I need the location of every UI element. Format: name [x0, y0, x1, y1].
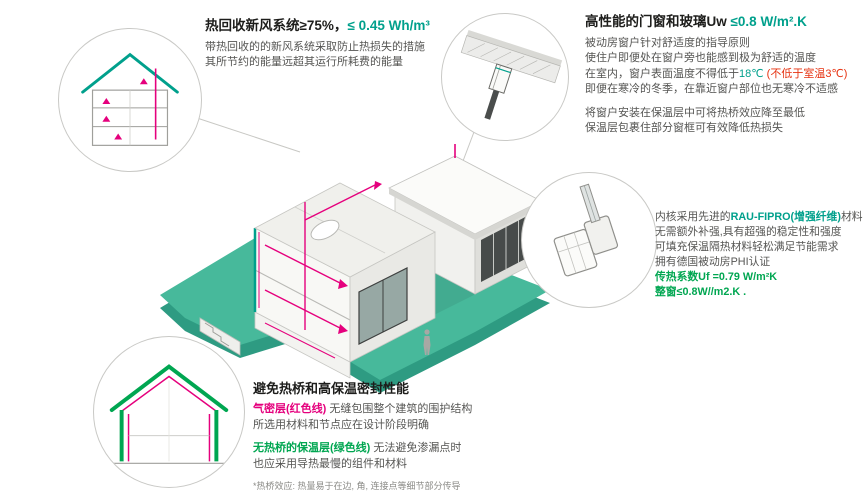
- house-illustration: [160, 144, 550, 393]
- frame-desc-line-1-post: 材料: [840, 211, 863, 223]
- window-desc-line-4: 即便在寒冷的冬季，在靠近窗户部位也无寒冷不适感: [585, 83, 838, 96]
- ventilation-desc-line-2: 其所节约的能量远超其运行所耗费的能量: [205, 56, 403, 69]
- thermal-desc-line-2: 所选用材料和节点应在设计阶段明确: [253, 418, 429, 431]
- frame-profile-detail-inset: [521, 172, 657, 308]
- basement-stairs: [199, 317, 241, 356]
- thermal-airtight-line: 气密层(红色线) 无缝包围整个建筑的围护结构: [253, 402, 563, 418]
- airtight-layer-desc: 无缝包围整个建筑的围护结构: [326, 403, 473, 415]
- airtight-layer-label: 气密层(红色线): [253, 403, 327, 415]
- window-desc-line-5: 将窗户安装在保温层中可将热桥效应降至最低: [585, 106, 805, 119]
- frame-desc-line-2: 无需额外补强,具有超强的稳定性和强度: [655, 226, 842, 238]
- window-title-value: ≤0.8 W/m².K: [730, 14, 807, 29]
- insulation-layer-label: 无热桥的保温层(绿色线): [253, 442, 371, 454]
- person-figure: [423, 329, 431, 355]
- window-desc-line-3: 在室内，窗户表面温度不得低于18℃ (不低于室温3℃): [585, 67, 863, 83]
- thermal-insulation-line: 无热桥的保温层(绿色线) 无法避免渗漏点时: [253, 441, 563, 457]
- window-temp-note: (不低于室温3℃): [766, 67, 848, 80]
- insulation-layer-desc: 无法避免渗漏点时: [370, 442, 462, 454]
- window-temp-value: 18℃: [739, 67, 764, 80]
- window-desc-line-2: 使住户即便处在窗户旁也能感到极为舒适的温度: [585, 52, 816, 65]
- window-frame-profile-drawing: [553, 183, 619, 277]
- frame-desc-line-1: 内核采用先进的RAU-FIPRO(增强纤维)材料: [655, 210, 865, 225]
- window-callout: 高性能的门窗和玻璃Uw ≤0.8 W/m².K 被动房窗户针对舒适度的指导原则 …: [585, 14, 863, 137]
- ventilation-title: 热回收新风系统≥75%，≤ 0.45 Wh/m³: [205, 18, 475, 35]
- frame-desc-line-4: 拥有德国被动房PHI认证: [655, 256, 771, 268]
- frame-uf-value: 传热系数Uf =0.79 W/m²K: [655, 271, 778, 283]
- ventilation-detail-inset: [58, 28, 202, 172]
- house-left-block: [253, 182, 436, 379]
- thermal-house-drawing: [109, 364, 229, 464]
- ventilation-ducts: [264, 184, 376, 330]
- frame-callout: 内核采用先进的RAU-FIPRO(增强纤维)材料 无需额外补强,具有超强的稳定性…: [655, 210, 865, 300]
- frame-material-name: RAU-FIPRO(增强纤维): [730, 211, 841, 223]
- window-corner-detail-inset: [441, 13, 569, 141]
- frame-uw-value: 整窗≤0.8W//m2.K .: [655, 286, 747, 298]
- window-desc-line-3-text: 在室内，窗户表面温度不得低于: [585, 67, 739, 80]
- bathtub: [310, 219, 340, 241]
- ventilation-house-drawing: [81, 52, 179, 146]
- window-title-main: 高性能的门窗和玻璃Uw: [585, 14, 731, 29]
- thermal-bridge-detail-inset: [93, 336, 245, 488]
- thermal-callout: 避免热桥和高保温密封性能 气密层(红色线) 无缝包围整个建筑的围护结构 所选用材…: [253, 378, 563, 492]
- house-right-block: [388, 144, 542, 295]
- ventilation-title-value: ≤ 0.45 Wh/m³: [347, 18, 430, 33]
- thermal-bridge-footnote: *热桥效应: 热量易于在边, 角, 连接点等细节部分传导: [253, 481, 461, 491]
- ventilation-callout: 热回收新风系统≥75%，≤ 0.45 Wh/m³ 带热回收的的新风系统采取防止热…: [205, 18, 475, 71]
- thermal-title: 避免热桥和高保温密封性能: [253, 381, 410, 396]
- frame-desc-line-3: 可填充保温隔热材料轻松满足节能需求: [655, 241, 839, 253]
- window-desc-line-1: 被动房窗户针对舒适度的指导原则: [585, 36, 750, 49]
- window-desc-line-6: 保温层包裹住部分窗框可有效降低热损失: [585, 122, 783, 135]
- window-corner-drawing: [460, 29, 563, 120]
- open-top-floor: [254, 182, 436, 278]
- ventilation-title-main: 热回收新风系统≥75%，: [205, 18, 348, 33]
- duct-arrows: [338, 181, 382, 334]
- ventilation-desc-line-1: 带热回收的的新风系统采取防止热损失的措施: [205, 40, 425, 53]
- thermal-desc-line-4: 也应采用导热最慢的组件和材料: [253, 457, 407, 470]
- window-title: 高性能的门窗和玻璃Uw ≤0.8 W/m².K: [585, 14, 863, 31]
- frame-desc-line-1-pre: 内核采用先进的: [655, 211, 731, 223]
